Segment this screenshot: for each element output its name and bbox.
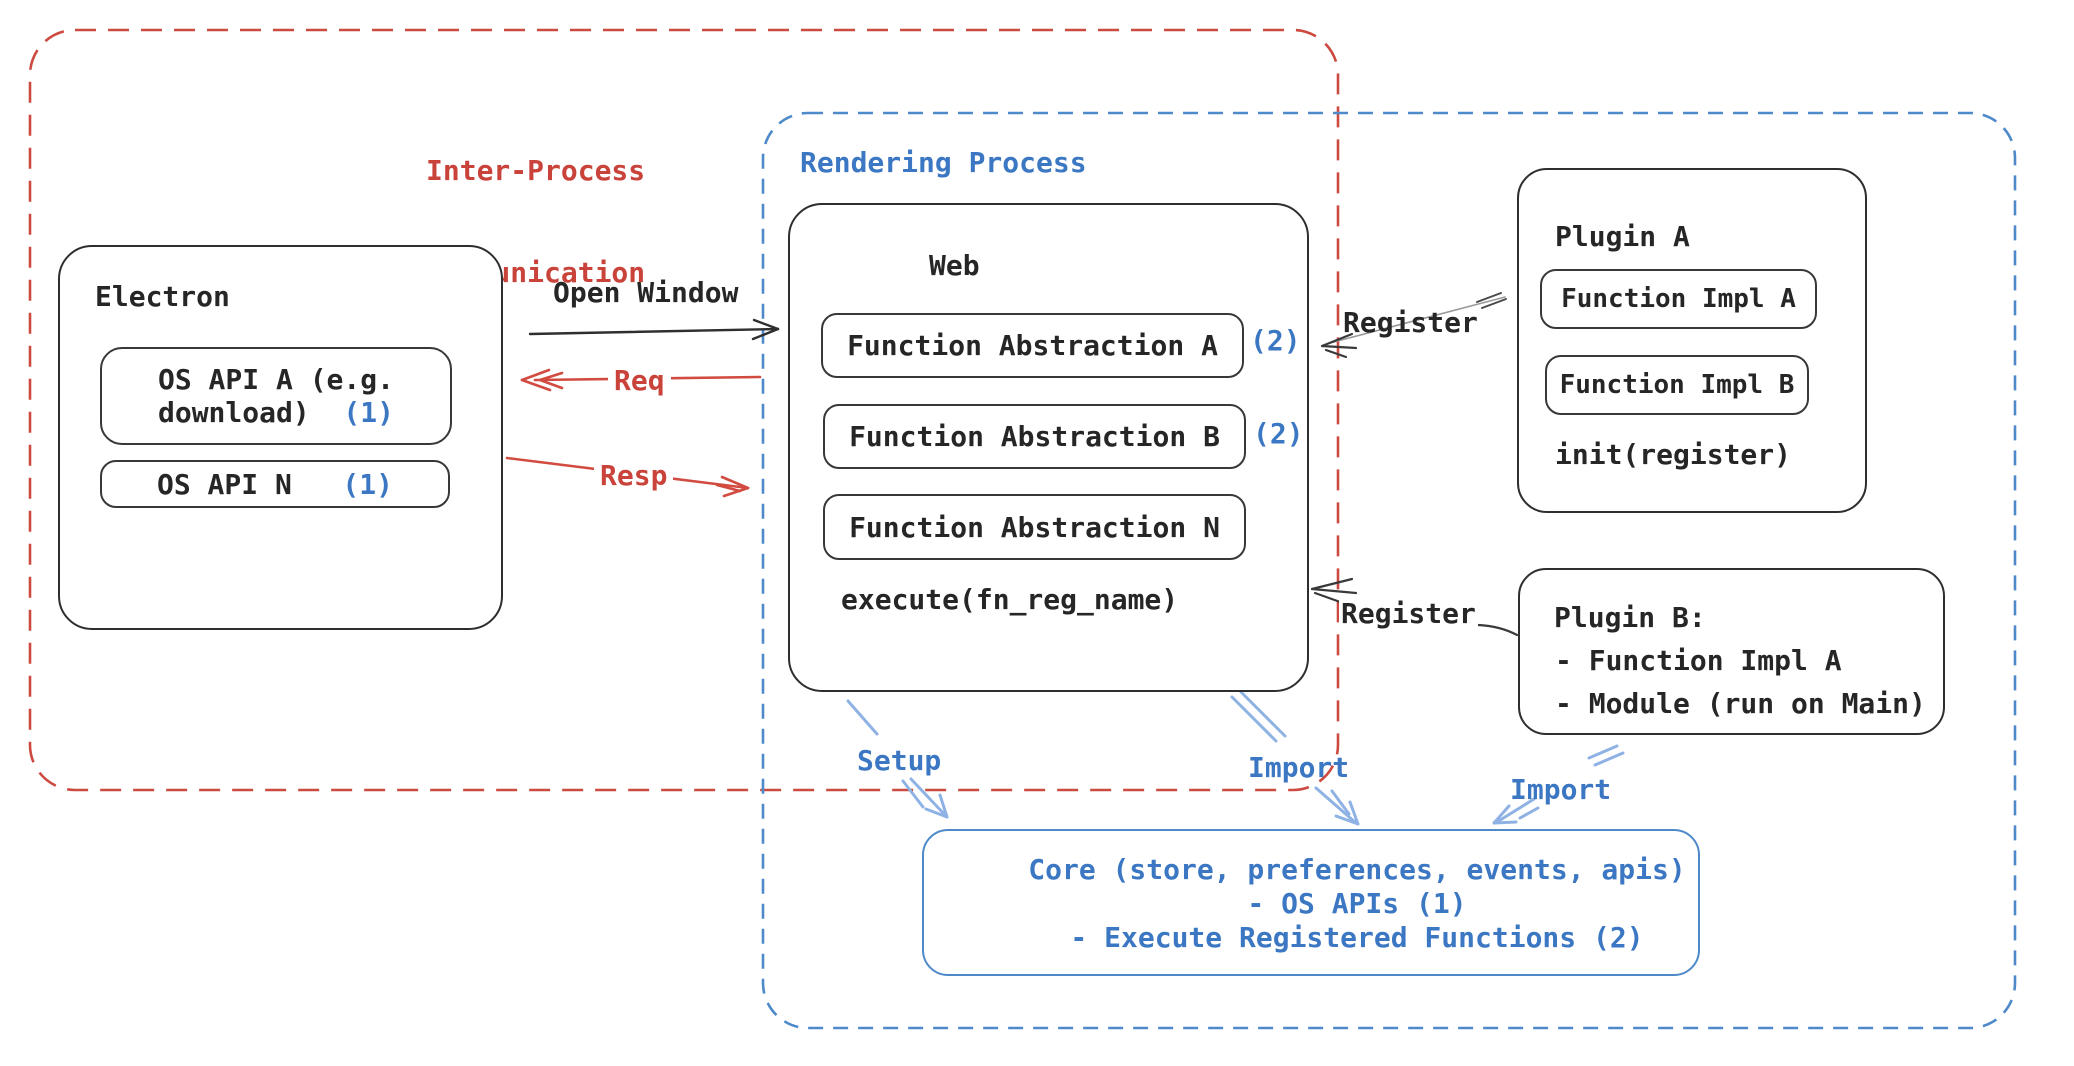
function-abstraction-n-box: Function Abstraction N bbox=[823, 494, 1246, 560]
function-abstraction-n-label: Function Abstraction N bbox=[849, 510, 1220, 544]
rendering-region-outline bbox=[761, 111, 2017, 1030]
import-web-label: Import bbox=[1248, 751, 1350, 784]
register-plugin-a-arrow bbox=[1320, 292, 1507, 359]
plugin-a-init-label: init(register) bbox=[1555, 438, 1792, 471]
plugin-b-box: Plugin B: - Function Impl A - Module (ru… bbox=[1518, 568, 1945, 735]
setup-label: Setup bbox=[857, 744, 942, 777]
plugin-a-title: Plugin A bbox=[1555, 220, 1690, 253]
electron-title: Electron bbox=[95, 280, 230, 313]
os-api-a-line1: OS API A (e.g. bbox=[157, 363, 394, 396]
web-box: Web Function Abstraction A (2) Function … bbox=[788, 203, 1309, 692]
function-abstraction-b-ref: (2) bbox=[1253, 417, 1304, 450]
core-text: Core (store, preferences, events, apis) … bbox=[1027, 853, 1687, 955]
function-abstraction-a-box: Function Abstraction A bbox=[821, 313, 1244, 378]
setup-arrow bbox=[846, 699, 949, 819]
os-api-a-line2: download) (1) bbox=[157, 396, 394, 429]
register-plugin-b-arrow bbox=[1310, 577, 1519, 637]
register-plugin-a-label: Register bbox=[1343, 306, 1478, 339]
plugin-b-item2: - Module (run on Main) bbox=[1555, 687, 1926, 720]
plugin-b-item1: - Function Impl A bbox=[1555, 644, 1842, 677]
os-api-a-box: OS API A (e.g. download) (1) bbox=[100, 347, 452, 445]
req-label: Req bbox=[608, 364, 671, 398]
rendering-region-label: Rendering Process bbox=[800, 146, 1087, 179]
ipc-region-outline bbox=[28, 28, 1340, 792]
os-api-n-ref: (1) bbox=[342, 467, 393, 501]
core-line1: Core (store, preferences, events, apis) bbox=[1028, 853, 1686, 886]
os-api-a-ref: (1) bbox=[343, 396, 394, 429]
core-box: Core (store, preferences, events, apis) … bbox=[922, 829, 1700, 976]
web-title: Web bbox=[929, 249, 980, 282]
plugin-b-title: Plugin B: bbox=[1554, 601, 1706, 634]
electron-box: Electron OS API A (e.g. download) (1) OS… bbox=[58, 245, 503, 630]
function-impl-b-label: Function Impl B bbox=[1559, 369, 1795, 400]
os-api-n-box: OS API N (1) bbox=[100, 460, 450, 508]
open-window-arrow bbox=[528, 318, 780, 341]
function-abstraction-b-label: Function Abstraction B bbox=[849, 420, 1220, 453]
os-api-n-label: OS API N bbox=[156, 467, 292, 501]
resp-label: Resp bbox=[594, 459, 674, 493]
core-line2: - OS APIs (1) bbox=[1247, 887, 1467, 920]
function-abstraction-b-box: Function Abstraction B bbox=[823, 404, 1246, 469]
function-impl-a-box: Function Impl A bbox=[1540, 269, 1817, 329]
function-abstraction-a-label: Function Abstraction A bbox=[847, 329, 1218, 362]
plugin-a-box: Plugin A Function Impl A Function Impl B… bbox=[1517, 168, 1867, 513]
execute-label: execute(fn_reg_name) bbox=[841, 583, 1179, 616]
ipc-region-label-line1: Inter-Process bbox=[426, 154, 646, 187]
import-plugin-label: Import bbox=[1510, 773, 1612, 806]
register-plugin-b-label: Register bbox=[1339, 597, 1478, 631]
function-abstraction-a-ref: (2) bbox=[1250, 324, 1301, 357]
ipc-region-label: Inter-Process Communication bbox=[426, 86, 645, 358]
open-window-label: Open Window bbox=[553, 276, 739, 309]
function-impl-b-box: Function Impl B bbox=[1545, 355, 1809, 415]
core-line3: - Execute Registered Functions (2) bbox=[1070, 921, 1644, 954]
function-impl-a-label: Function Impl A bbox=[1561, 283, 1796, 314]
import-web-arrow bbox=[1230, 690, 1360, 826]
import-plugin-arrow bbox=[1492, 744, 1625, 825]
